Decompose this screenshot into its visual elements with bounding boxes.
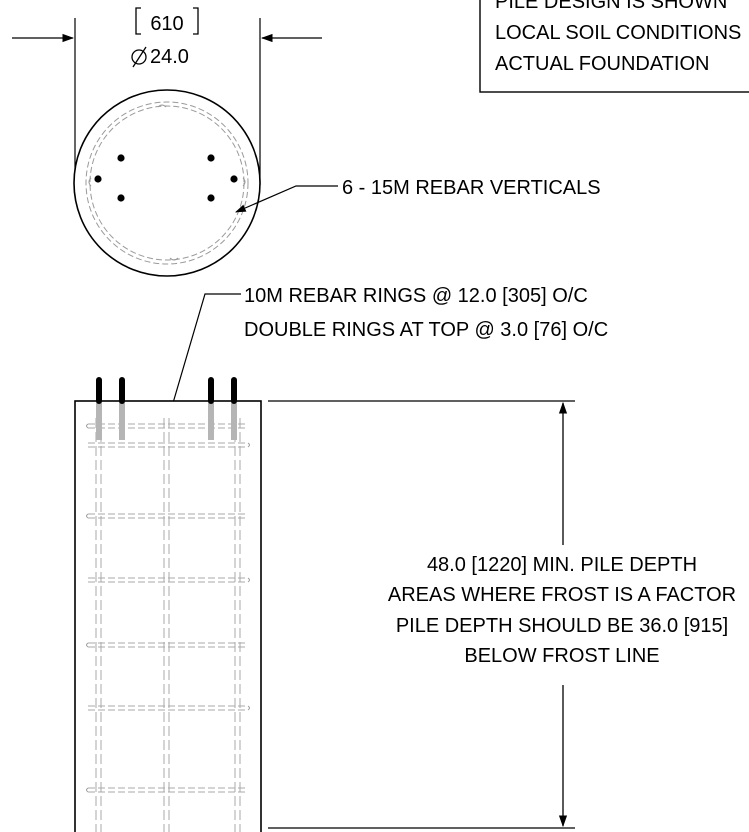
diameter-symbol-icon <box>131 46 147 68</box>
ring-note-line-2: DOUBLE RINGS AT TOP @ 3.0 [76] O/C <box>244 319 608 341</box>
rebar-dot <box>207 194 215 202</box>
rebar-dot <box>230 175 238 183</box>
rebar-stubs <box>96 377 237 440</box>
rebar-vertical-bars <box>95 418 241 832</box>
pile-outline <box>73 89 261 277</box>
note-box: PILE DESIGN IS SHOWN LOCAL SOIL CONDITIO… <box>479 0 749 93</box>
ring-lap-mark-left <box>88 177 92 187</box>
ring-lap-mark-bottom <box>169 257 179 261</box>
rebar-dot <box>117 194 125 202</box>
rebar-dot <box>117 154 125 162</box>
diameter-dimension: 610 24.0 <box>12 7 322 185</box>
note-line-1: PILE DESIGN IS SHOWN <box>495 0 727 13</box>
depth-note-line-2: AREAS WHERE FROST IS A FACTOR <box>388 584 736 606</box>
note-box-frame <box>479 0 749 93</box>
diameter-imperial: 24.0 <box>150 46 189 68</box>
ring-lap-mark-top <box>157 104 167 108</box>
ring-note-line-1: 10M REBAR RINGS @ 12.0 [305] O/C <box>244 285 588 307</box>
rebar-ring-outer <box>85 101 249 265</box>
rebar-dot <box>207 154 215 162</box>
depth-note-line-1: 48.0 [1220] MIN. PILE DEPTH <box>427 554 697 576</box>
leader-line <box>235 185 338 213</box>
depth-note-line-4: BELOW FROST LINE <box>464 645 659 667</box>
note-line-3: ACTUAL FOUNDATION <box>495 53 709 75</box>
pile-elevation-outline <box>74 400 262 832</box>
pile-plan-section <box>73 89 261 277</box>
ring-leader-line <box>167 293 241 422</box>
metric-bracket-right <box>193 7 199 35</box>
ring-note: 10M REBAR RINGS @ 12.0 [305] O/C DOUBLE … <box>167 285 608 422</box>
depth-note-line-3: PILE DEPTH SHOULD BE 36.0 [915] <box>396 615 728 637</box>
diameter-metric: 610 <box>150 13 183 35</box>
depth-dimension: 48.0 [1220] MIN. PILE DEPTH AREAS WHERE … <box>268 400 736 829</box>
ring-lap-mark-right <box>242 177 246 187</box>
rebar-vertical-leader: 6 - 15M REBAR VERTICALS <box>235 177 601 213</box>
rebar-dot <box>94 175 102 183</box>
ring-end-ticks <box>86 423 250 793</box>
rebar-vertical-label: 6 - 15M REBAR VERTICALS <box>342 177 601 199</box>
metric-bracket-left <box>135 7 141 35</box>
rebar-rings <box>88 423 248 793</box>
rebar-ring-inner <box>89 105 245 261</box>
pile-elevation <box>74 377 262 832</box>
note-line-2: LOCAL SOIL CONDITIONS <box>495 22 741 44</box>
